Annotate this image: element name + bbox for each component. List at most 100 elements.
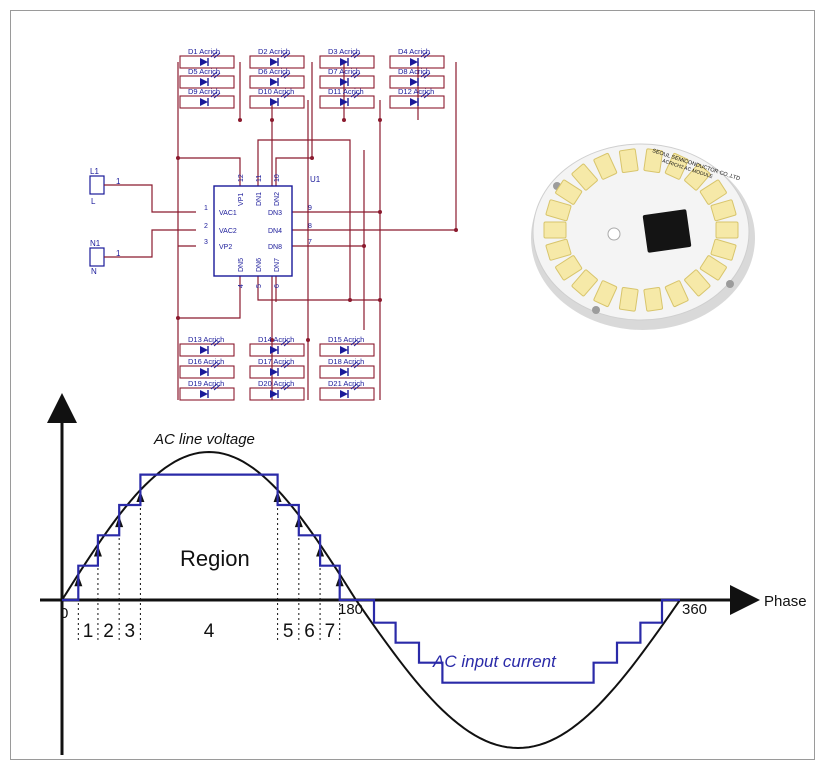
- svg-text:DN5: DN5: [238, 258, 245, 272]
- svg-text:L: L: [91, 197, 96, 206]
- diode-label: D3 Acrich: [328, 47, 360, 56]
- svg-text:12: 12: [238, 174, 245, 182]
- svg-text:DN4: DN4: [268, 228, 282, 235]
- diode-label: D4 Acrich: [398, 47, 430, 56]
- region-label: Region: [180, 546, 250, 571]
- led-chip: [699, 255, 727, 281]
- led-diode-d2: D2 Acrich: [249, 47, 305, 69]
- diode-label: D18 Acrich: [328, 357, 364, 366]
- tick-0: 0: [60, 605, 68, 622]
- led-chip: [593, 152, 618, 180]
- led-diode-d14: D14 Acrich: [249, 335, 305, 357]
- svg-text:11: 11: [256, 175, 263, 182]
- diode-label: D13 Acrich: [188, 335, 224, 344]
- led-diode-d7: D7 Acrich: [319, 67, 375, 89]
- region-number: 1: [83, 621, 94, 642]
- led-diode-d15: D15 Acrich: [319, 335, 375, 357]
- led-diode-d9: D9 Acrich: [179, 87, 235, 109]
- figure-frame: [10, 10, 815, 760]
- region-number: 3: [125, 621, 136, 642]
- led-diode-d8: D8 Acrich: [389, 67, 445, 89]
- led-diode-d16: D16 Acrich: [179, 357, 235, 379]
- led-diode-d13: D13 Acrich: [179, 335, 235, 357]
- diode-label: D19 Acrich: [188, 379, 224, 388]
- ac-input-current-label: AC input current: [432, 652, 557, 671]
- svg-text:5: 5: [256, 284, 263, 288]
- led-diode-d3: D3 Acrich: [319, 47, 375, 69]
- led-chip: [684, 269, 711, 297]
- svg-text:3: 3: [204, 239, 208, 246]
- diode-label: D2 Acrich: [258, 47, 290, 56]
- region-number: 7: [325, 621, 336, 642]
- svg-text:DN8: DN8: [268, 244, 282, 251]
- region-number: 2: [103, 621, 114, 642]
- led-diode-d19: D19 Acrich: [179, 379, 235, 401]
- led-diode-d18: D18 Acrich: [319, 357, 375, 379]
- driver-chip: [642, 209, 692, 253]
- diode-label: D1 Acrich: [188, 47, 220, 56]
- connector-l1: L1 1 L: [89, 167, 121, 206]
- led-chip: [715, 221, 739, 239]
- led-chip: [699, 179, 727, 205]
- region-number: 5: [283, 621, 294, 642]
- schematic: L1 1 L N1 1 N: [89, 47, 458, 401]
- led-chip: [571, 269, 598, 297]
- led-diode-d20: D20 Acrich: [249, 379, 305, 401]
- led-chip: [618, 286, 639, 312]
- svg-text:VAC2: VAC2: [219, 228, 237, 235]
- svg-text:9: 9: [308, 205, 312, 212]
- svg-text:1: 1: [116, 249, 121, 258]
- diode-label: D20 Acrich: [258, 379, 294, 388]
- ac-input-current-positive: [62, 473, 356, 602]
- led-chip: [684, 163, 711, 191]
- led-chip: [571, 163, 598, 191]
- region-number: 6: [304, 621, 315, 642]
- svg-text:U1: U1: [310, 175, 321, 184]
- center-hole-icon: [607, 227, 621, 241]
- svg-text:VAC1: VAC1: [219, 210, 237, 217]
- svg-text:N: N: [91, 267, 97, 276]
- ac-input-current-negative: [356, 598, 680, 684]
- svg-text:2: 2: [204, 223, 208, 230]
- waveform-diagram: Phase 0 180 360 AC line voltage Region A…: [40, 393, 807, 755]
- led-diode-d21: D21 Acrich: [319, 379, 375, 401]
- svg-text:DN3: DN3: [268, 210, 282, 217]
- tick-180: 180: [338, 601, 363, 618]
- svg-text:6: 6: [274, 284, 281, 288]
- led-diode-d4: D4 Acrich: [389, 47, 445, 69]
- led-ring: [543, 148, 739, 312]
- led-diode-d5: D5 Acrich: [179, 67, 235, 89]
- diode-label: D6 Acrich: [258, 67, 290, 76]
- led-chip: [593, 280, 618, 308]
- led-chip: [545, 199, 572, 222]
- screw-hole-icon: [592, 306, 600, 314]
- led-diode-d1: D1 Acrich: [179, 47, 235, 69]
- svg-text:DN1: DN1: [256, 192, 263, 206]
- ac-line-voltage-label: AC line voltage: [153, 431, 255, 448]
- svg-text:10: 10: [274, 174, 281, 182]
- region-number: 4: [204, 621, 215, 642]
- diode-label: D8 Acrich: [398, 67, 430, 76]
- junctions: [176, 118, 458, 342]
- led-diode-d6: D6 Acrich: [249, 67, 305, 89]
- led-module-photo: SEOUL SEMICONDUCTOR CO.,LTD ACRICH2 AC M…: [531, 143, 755, 330]
- diode-label: D7 Acrich: [328, 67, 360, 76]
- led-chip: [664, 280, 689, 308]
- led-chip: [545, 238, 572, 261]
- led-chip: [710, 199, 737, 222]
- diode-label: D12 Acrich: [398, 87, 434, 96]
- led-chip: [543, 221, 567, 239]
- led-chip: [555, 179, 583, 205]
- led-chip: [555, 255, 583, 281]
- led-diode-d12: D12 Acrich: [389, 87, 445, 109]
- diode-label: D21 Acrich: [328, 379, 364, 388]
- led-chip: [643, 148, 664, 174]
- screw-hole-icon: [726, 280, 734, 288]
- svg-text:8: 8: [308, 223, 312, 230]
- ic-u1: U1 1 VAC1 2 VAC2 3 VP2 9 DN3 8 DN4 7 DN8…: [204, 174, 321, 288]
- led-diode-d10: D10 Acrich: [249, 87, 305, 109]
- led-chip: [710, 238, 737, 261]
